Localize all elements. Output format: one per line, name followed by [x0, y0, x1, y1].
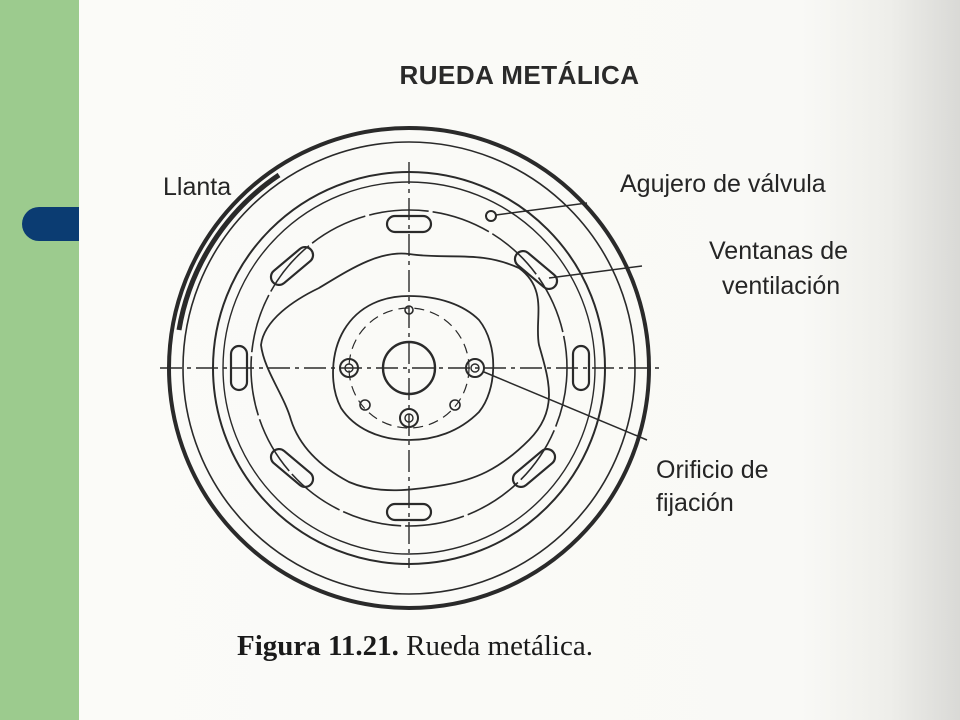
rim-flange-edge: [176, 172, 281, 331]
bolt-circle: [348, 307, 470, 429]
fixing-hole: [465, 358, 485, 378]
label-llanta: Llanta: [163, 173, 232, 201]
ventilation-window: [269, 245, 315, 287]
label-orificio-line1: Orificio de: [656, 456, 769, 484]
disc-inner-ring: [250, 209, 568, 527]
scanned-page: RUEDA METÁLICA Llanta Agujero de válvula…: [79, 0, 960, 720]
ventilation-window: [269, 447, 315, 489]
rim-outer-ring: [167, 126, 651, 610]
ventilation-window: [385, 214, 433, 234]
ventilation-window: [571, 344, 591, 392]
small-hole: [404, 305, 414, 315]
fixing-hole-inner: [404, 413, 414, 423]
ventilation-window: [513, 249, 559, 291]
center-bore: [381, 340, 437, 396]
small-hole: [359, 399, 371, 411]
rim-inner-ring: [182, 141, 636, 595]
label-ventanas-line1: Ventanas de: [709, 237, 849, 265]
slide-tab-marker: [22, 207, 80, 241]
left-green-band: [0, 0, 79, 720]
caption-text: Rueda metálica.: [406, 630, 593, 662]
fixing-hole: [339, 358, 359, 378]
leader-orificio: [483, 371, 648, 441]
hub-plate: [332, 295, 495, 441]
fixing-hole-inner: [344, 363, 354, 373]
label-orificio-line2: fijación: [656, 489, 734, 517]
leader-ventanas: [548, 265, 643, 279]
fixing-hole: [399, 408, 419, 428]
label-ventanas-line2: ventilación: [722, 272, 841, 300]
diagram-title: RUEDA METÁLICA: [399, 60, 640, 90]
label-agujero-valvula: Agujero de válvula: [620, 170, 826, 198]
figure-caption: Figura 11.21. Rueda metálica.: [237, 630, 593, 663]
valve-hole: [485, 210, 497, 222]
rim-well-ring: [212, 171, 606, 565]
small-hole: [449, 399, 461, 411]
fixing-hole-inner: [470, 363, 480, 373]
ventilation-window: [511, 447, 557, 489]
ventilation-window: [229, 344, 249, 392]
ventilation-window: [385, 502, 433, 522]
leader-agujero: [495, 202, 588, 216]
wheel-disc: [260, 252, 550, 492]
caption-number: Figura 11.21.: [237, 630, 399, 662]
disc-outer-ring: [222, 181, 596, 555]
wheel-diagram: [160, 126, 664, 610]
